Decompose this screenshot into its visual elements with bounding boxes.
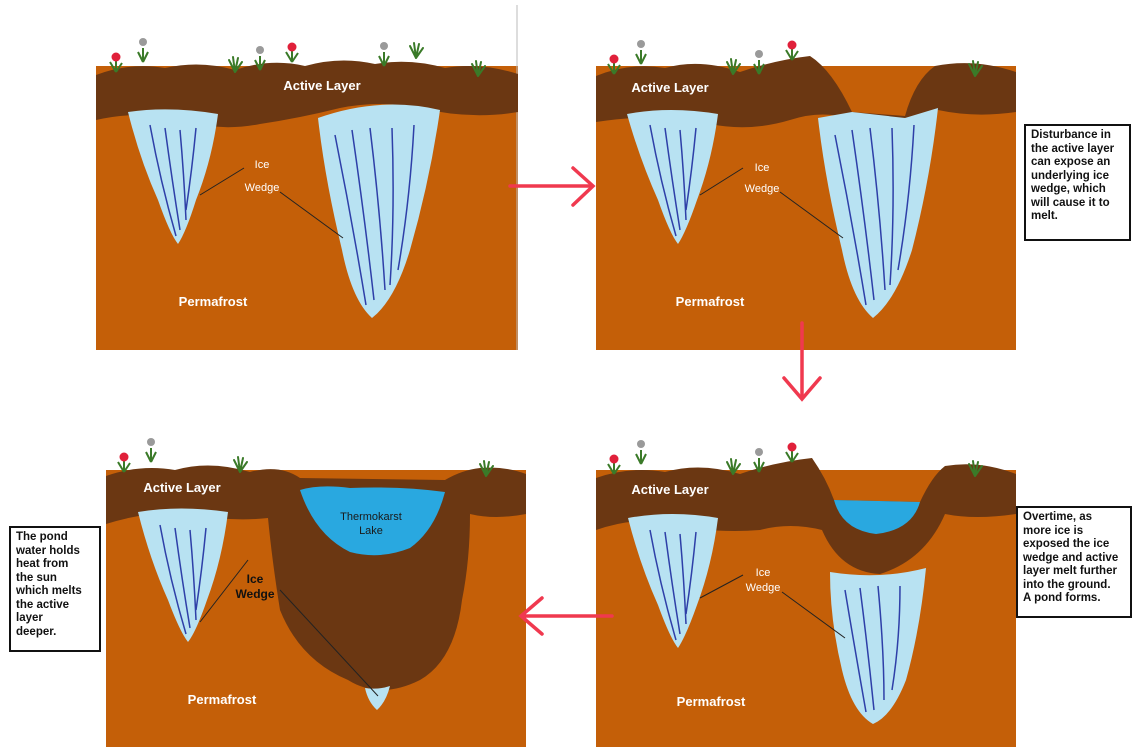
permafrost-label: Permafrost [676, 294, 745, 309]
ice-wedge-label-line1: Ice [255, 159, 270, 171]
panel-stage-4: Active Layer Thermokarst Lake Ice Wedge … [106, 420, 526, 747]
arrow-right [510, 168, 593, 205]
active-layer-label: Active Layer [143, 480, 220, 495]
thermokarst-lake-label-line1: Thermokarst [340, 511, 402, 523]
permafrost-label: Permafrost [188, 692, 257, 707]
note-overtime: Overtime, as more ice is exposed the ice… [1016, 506, 1132, 618]
active-layer-label: Active Layer [631, 80, 708, 95]
active-layer-label: Active Layer [631, 482, 708, 497]
panel-stage-3: Active Layer Ice Wedge Permafrost [596, 420, 1016, 747]
note-pond-heat: The pond water holds heat from the sun w… [9, 526, 101, 652]
panel-stage-2: Active Layer Ice Wedge Permafrost [596, 0, 1016, 350]
ice-wedge-label-line2: Wedge [235, 587, 274, 601]
ice-wedge-label-line1: Ice [755, 162, 770, 174]
ice-wedge-label-line2: Wedge [745, 183, 780, 195]
panel-stage-1: Active Layer Ice Wedge Permafrost [96, 0, 518, 350]
thermokarst-lake-label-line2: Lake [359, 525, 383, 537]
note-disturbance: Disturbance in the active layer can expo… [1024, 124, 1131, 241]
active-layer-label: Active Layer [283, 78, 360, 93]
ice-wedge-label-line1: Ice [247, 572, 264, 586]
permafrost-label: Permafrost [677, 694, 746, 709]
permafrost-label: Permafrost [179, 294, 248, 309]
ice-wedge-label-line2: Wedge [746, 582, 781, 594]
ice-wedge-label-line1: Ice [756, 567, 771, 579]
ice-wedge-label-line2: Wedge [245, 182, 280, 194]
